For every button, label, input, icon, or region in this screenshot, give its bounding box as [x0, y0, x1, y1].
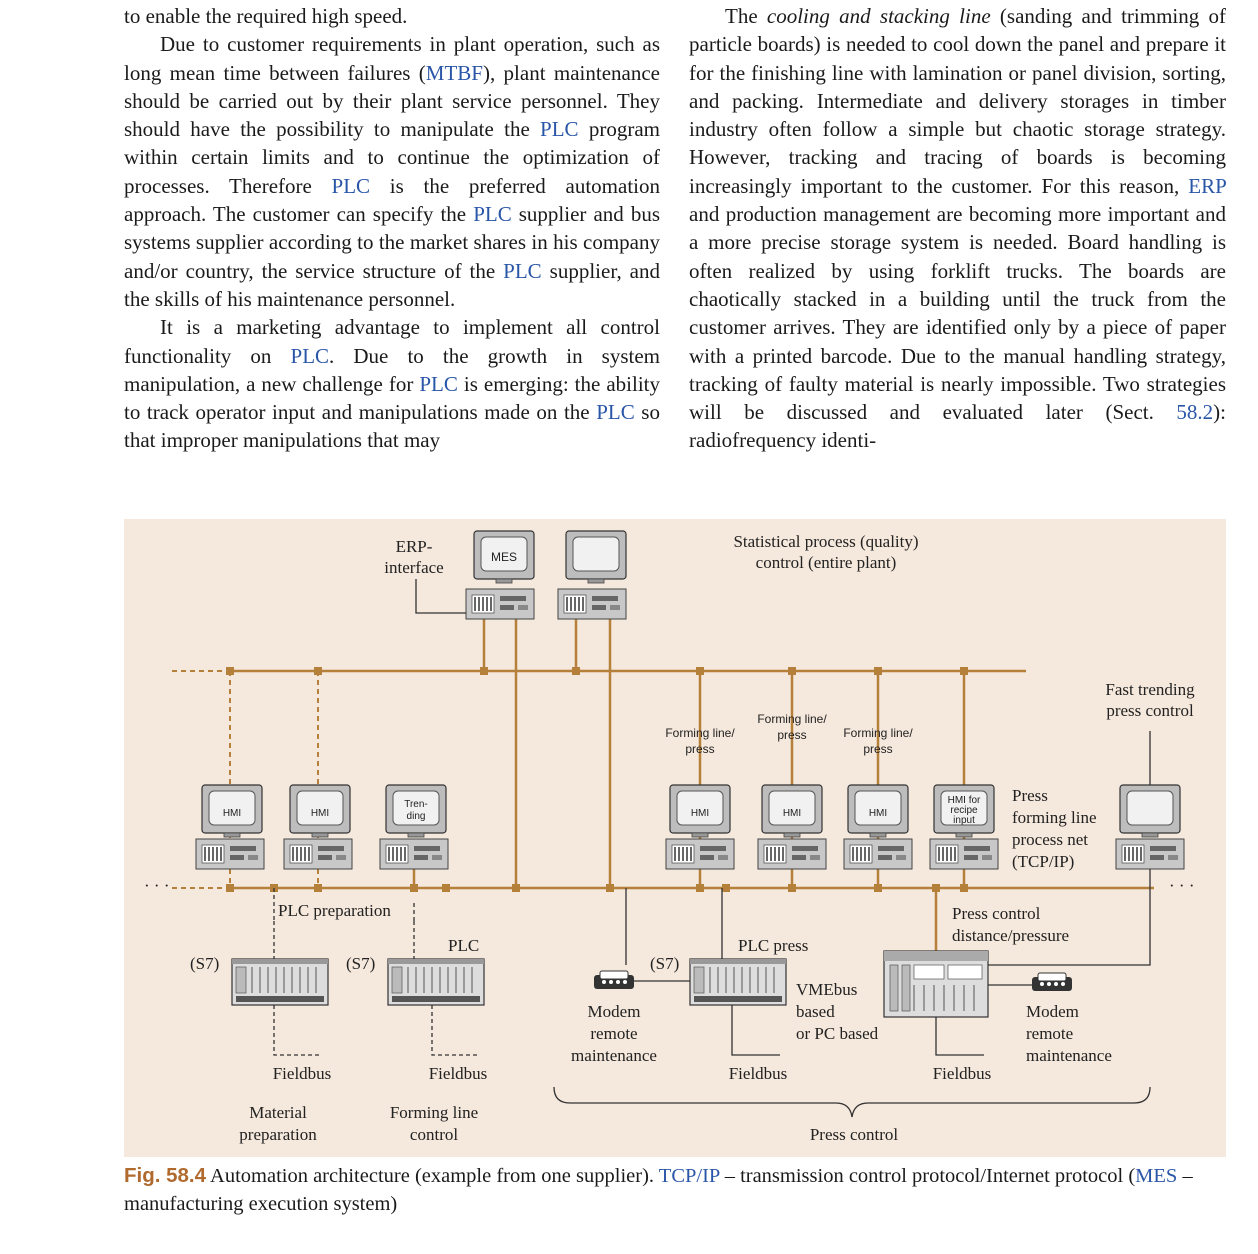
erp-wire [415, 579, 466, 614]
plc-rack-forming[interactable] [387, 958, 485, 1006]
s7-label: (S7) [190, 954, 219, 973]
bus-nodes [226, 667, 968, 892]
plc-link[interactable]: PLC [503, 258, 542, 283]
figure-number: Fig. 58.4 [124, 1164, 207, 1187]
plc-rack-preparation[interactable] [231, 958, 329, 1006]
s7-label: (S7) [650, 954, 679, 973]
fieldbus-label: Fieldbus [729, 1064, 788, 1083]
spc-label: Statistical process (quality)control (en… [733, 532, 918, 572]
fast-trending-wire [988, 869, 1151, 966]
paragraph: The cooling and stacking line (sanding a… [689, 4, 1226, 453]
hmi-station[interactable]: HMI [757, 784, 827, 870]
mes-link[interactable]: MES [1135, 1165, 1178, 1187]
svg-text:HMI: HMI [691, 808, 709, 819]
svg-text:HMI: HMI [311, 808, 329, 819]
fast-trending-station[interactable] [1115, 784, 1185, 870]
paragraph: to enable the required high speed. [124, 4, 408, 28]
plc-press-label: PLC press [738, 936, 808, 955]
plc-link[interactable]: PLC [473, 202, 512, 227]
architecture-diagram: · · · · · · MES ERP-interface Statistica… [144, 530, 1195, 1144]
right-text-column: The cooling and stacking line (sanding a… [689, 2, 1226, 455]
plc-link[interactable]: PLC [540, 117, 579, 142]
fieldbus-label: Fieldbus [273, 1064, 332, 1083]
svg-text:HMI: HMI [223, 808, 241, 819]
svg-text:HMI: HMI [869, 808, 887, 819]
fieldbus-label: Fieldbus [429, 1064, 488, 1083]
trending-station[interactable]: Tren-ding [379, 784, 449, 870]
figure-caption: Fig. 58.4 Automation architecture (examp… [124, 1164, 1193, 1215]
plc-link[interactable]: PLC [331, 173, 371, 198]
hmi-station[interactable]: HMI [283, 784, 353, 870]
mes-label: MES [491, 550, 517, 564]
bus-ellipsis-right: · · · [1169, 876, 1194, 895]
forming-line-label: Forming line/press [757, 712, 827, 742]
s7-label: (S7) [346, 954, 375, 973]
plc-link[interactable]: PLC [290, 343, 330, 368]
left-text-column: to enable the required high speed. Due t… [124, 2, 660, 455]
mtbf-link[interactable]: MTBF [425, 60, 483, 85]
press-control-label: Press control [810, 1125, 899, 1144]
svg-text:Tren-ding: Tren-ding [404, 799, 428, 822]
hmi-station[interactable]: HMI [665, 784, 735, 870]
fieldbus-label: Fieldbus [933, 1064, 992, 1083]
modem-left[interactable] [593, 970, 635, 990]
hmi-station[interactable]: HMI [843, 784, 913, 870]
paragraph: Due to customer requirements in plant op… [124, 32, 660, 311]
plc-preparation-label: PLC preparation [278, 901, 391, 920]
forming-line-label: Forming line/press [843, 726, 913, 756]
bus-ellipsis-left: · · · [144, 876, 169, 895]
plc-label: PLC [448, 936, 479, 955]
paragraph: It is a marketing advantage to implement… [124, 315, 661, 453]
plc-link[interactable]: PLC [419, 371, 458, 396]
modem-right[interactable] [1031, 972, 1073, 992]
tcpip-link[interactable]: TCP/IP [658, 1165, 720, 1187]
erp-interface-label: ERP-interface [384, 537, 443, 577]
plc-link[interactable]: PLC [596, 400, 635, 425]
section-link[interactable]: 58.2 [1176, 400, 1214, 425]
forming-line-label: Forming line/press [665, 726, 735, 756]
hmi-station[interactable]: HMI [195, 784, 265, 870]
plc-rack-press[interactable] [689, 958, 787, 1006]
press-control-brace [553, 1086, 1151, 1118]
erp-link[interactable]: ERP [1188, 173, 1226, 198]
vme-rack[interactable] [883, 950, 989, 1018]
svg-text:HMI: HMI [783, 808, 801, 819]
spc-computer[interactable] [557, 530, 627, 620]
mes-computer[interactable]: MES [465, 530, 535, 620]
automation-architecture-figure: · · · · · · MES ERP-interface Statistica… [124, 519, 1226, 1157]
